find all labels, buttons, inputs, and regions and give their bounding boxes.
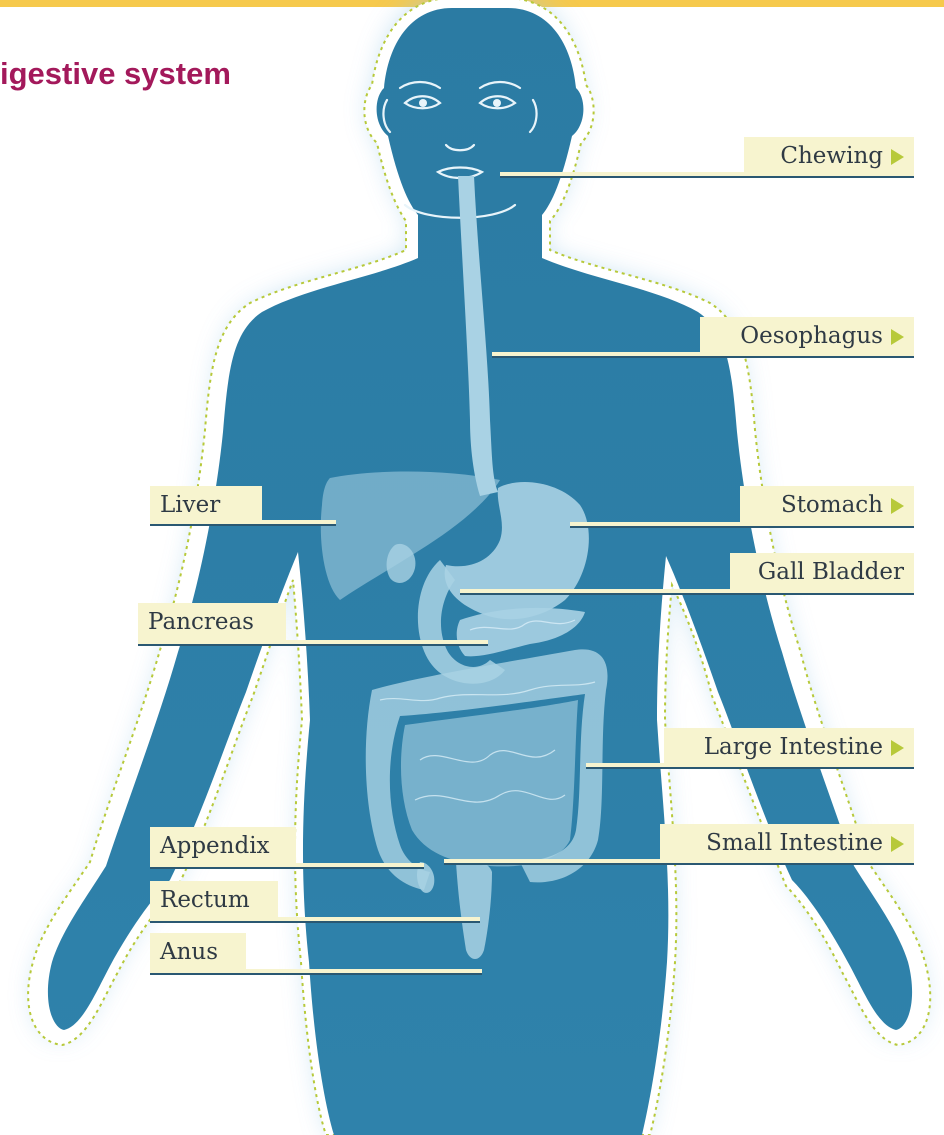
label-rectum-text: Rectum [160, 887, 250, 913]
label-oesophagus: Oesophagus [700, 317, 914, 355]
leader-liver [150, 520, 336, 526]
leader-large-intestine [586, 763, 914, 769]
label-gall-bladder: Gall Bladder [730, 553, 914, 591]
label-stomach: Stomach [740, 486, 914, 524]
label-anus-text: Anus [160, 939, 218, 965]
arrow-right-icon [891, 329, 904, 345]
label-liver: Liver [150, 486, 262, 524]
leader-pancreas [138, 640, 488, 646]
label-stomach-text: Stomach [781, 492, 883, 518]
label-oesophagus-text: Oesophagus [740, 323, 883, 349]
leader-chewing [500, 172, 914, 178]
leader-small-intestine [444, 859, 914, 865]
label-small-intestine-text: Small Intestine [706, 830, 883, 856]
arrow-right-icon [891, 149, 904, 165]
label-appendix-text: Appendix [160, 833, 270, 859]
leader-rectum [150, 917, 480, 923]
label-anus: Anus [150, 933, 246, 971]
label-large-intestine-text: Large Intestine [704, 734, 883, 760]
page-title: igestive system [0, 56, 231, 92]
label-chewing-text: Chewing [780, 143, 883, 169]
leader-anus [150, 969, 482, 975]
label-large-intestine: Large Intestine [664, 728, 914, 766]
label-rectum: Rectum [150, 881, 278, 919]
leader-stomach [570, 522, 914, 528]
arrow-right-icon [891, 498, 904, 514]
label-chewing: Chewing [744, 137, 914, 175]
label-pancreas-text: Pancreas [148, 609, 254, 635]
label-pancreas: Pancreas [138, 603, 286, 641]
label-small-intestine: Small Intestine [660, 824, 914, 862]
arrow-right-icon [891, 740, 904, 756]
arrow-right-icon [891, 836, 904, 852]
leader-oesophagus [492, 352, 914, 358]
leader-gall-bladder [460, 589, 914, 595]
label-liver-text: Liver [160, 492, 220, 518]
leader-appendix [150, 863, 424, 869]
label-gall-bladder-text: Gall Bladder [758, 559, 904, 585]
label-appendix: Appendix [150, 827, 296, 865]
